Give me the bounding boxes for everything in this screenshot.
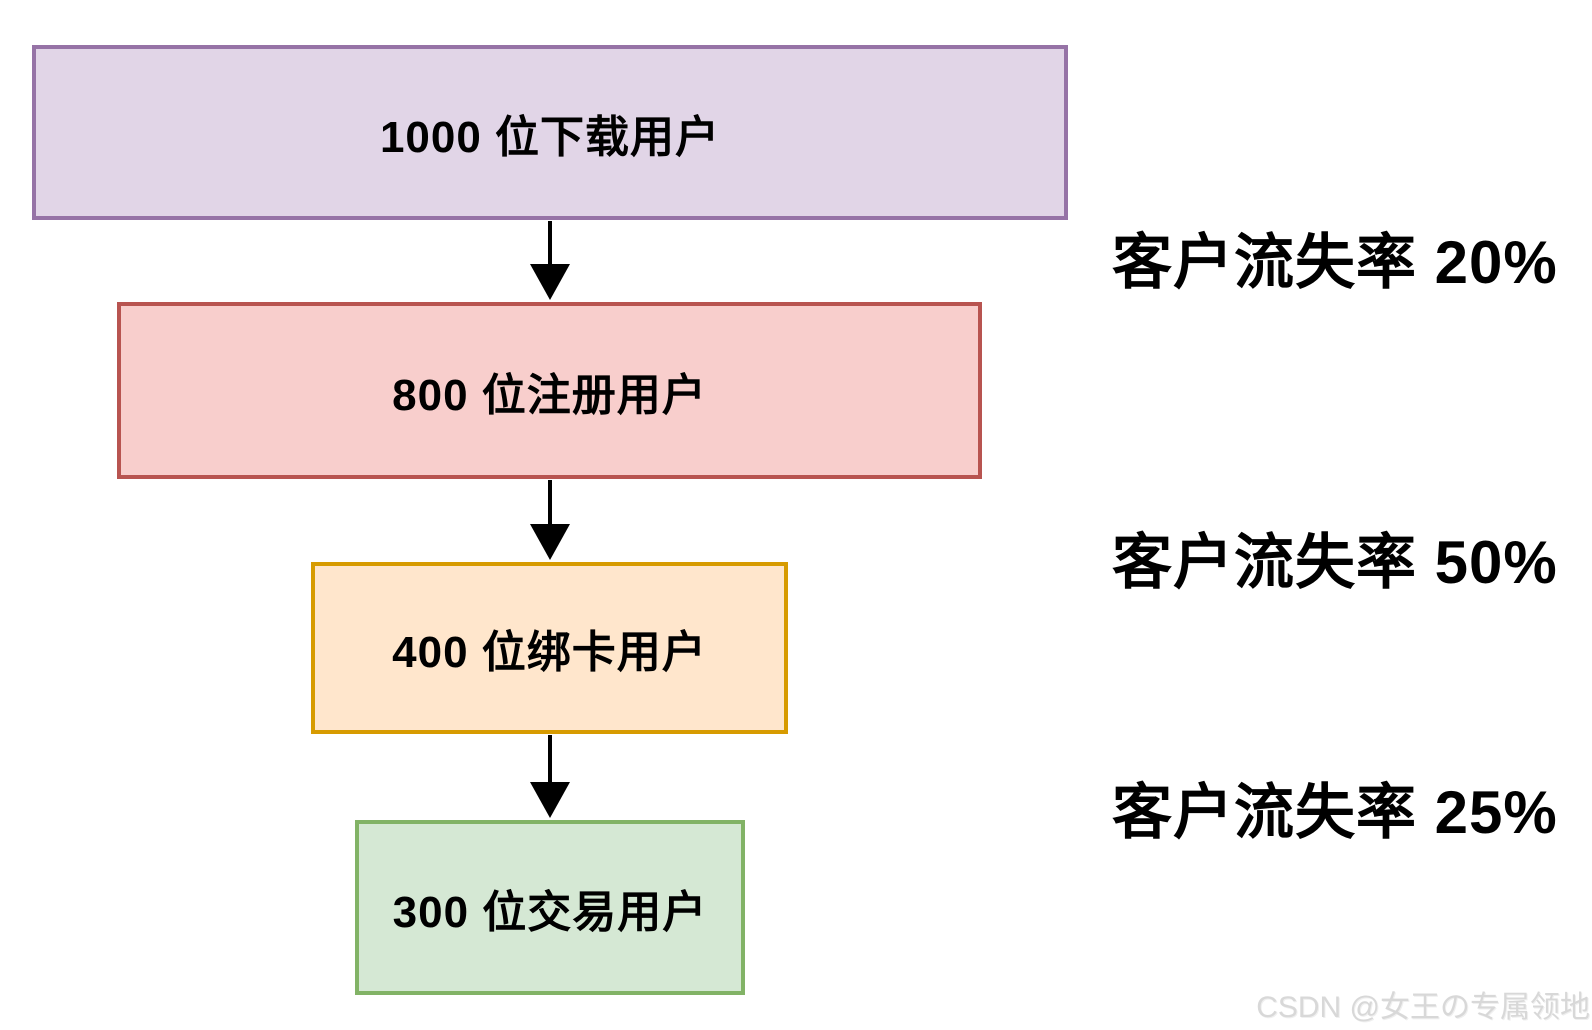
funnel-stage-download-users: 1000 位下载用户	[32, 45, 1068, 220]
arrow-shaft	[548, 221, 552, 264]
arrow-shaft	[548, 735, 552, 782]
funnel-stage-label: 300 位交易用户	[392, 887, 708, 937]
down-arrow-icon	[530, 480, 570, 560]
down-arrow-icon	[530, 221, 570, 300]
funnel-stage-card-bound-users: 400 位绑卡用户	[311, 562, 788, 734]
churn-rate-label-20: 客户流失率 20%	[1112, 229, 1558, 296]
arrow-head	[530, 524, 570, 560]
funnel-stage-trading-users: 300 位交易用户	[355, 820, 745, 995]
arrow-shaft	[548, 480, 552, 524]
funnel-stage-label: 400 位绑卡用户	[392, 628, 707, 677]
funnel-stage-label: 800 位注册用户	[392, 370, 707, 420]
funnel-stage-registered-users: 800 位注册用户	[117, 302, 982, 479]
csdn-watermark: CSDN @女王の专属领地	[1256, 991, 1590, 1024]
funnel-stage-label: 1000 位下载用户	[379, 112, 721, 162]
arrow-head	[530, 264, 570, 300]
churn-rate-label-50: 客户流失率 50%	[1112, 529, 1558, 596]
down-arrow-icon	[530, 735, 570, 818]
arrow-head	[530, 782, 570, 818]
churn-rate-label-25: 客户流失率 25%	[1112, 779, 1558, 846]
